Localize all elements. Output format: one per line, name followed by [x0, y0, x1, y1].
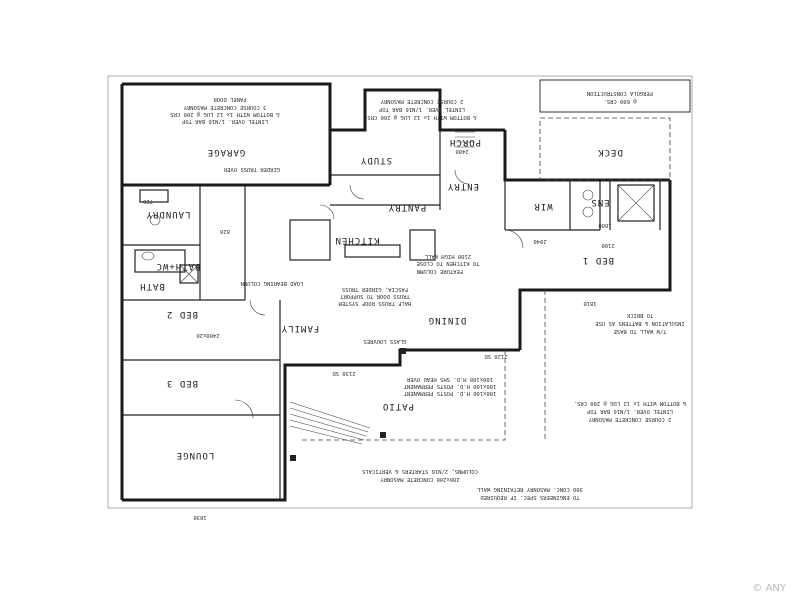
room-family: FAMILY	[281, 323, 320, 333]
note-masonry-top-2: LINTEL OVER. 1/N16 BAR TOP	[378, 106, 465, 112]
interior-walls	[122, 130, 661, 500]
patio-stairs	[289, 401, 371, 445]
dashed-outlines	[300, 117, 671, 441]
sheet-border	[107, 75, 693, 509]
note-truss-1: TRUSS DOOR TO SUPPORT	[340, 293, 410, 299]
porch-steps	[455, 131, 475, 148]
room-bed1: BED 1	[582, 255, 614, 265]
note-feature-col-1: FEATURE COLUMN	[417, 268, 463, 274]
construction-notes: PANEL DOOR 3 COURSE CONCRETE MASONRY & B…	[170, 90, 686, 500]
room-porch: PORCH	[449, 137, 481, 147]
note-pergola-1: PERGOLA CONSTRUCTION	[587, 90, 653, 96]
note-insulation-2: TO BRICK	[626, 312, 653, 318]
dimension-labels: 2400 2100 2040 1800 2120 SD 2130 SD 2400…	[143, 148, 615, 520]
note-masonry-top-1: 2 COURSE CONCRETE MASONRY	[380, 98, 463, 104]
room-deck: DECK	[597, 147, 623, 157]
dim-820: 820	[220, 228, 230, 234]
dim-2400: 2400	[455, 148, 468, 154]
note-retaining-4: COLUMNS, 2/N16 STARTERS & VERTICALS	[362, 468, 478, 474]
dim-2400b: 2400x20	[196, 332, 219, 338]
note-retaining-2: TO ENGINEERS SPEC. IF REQUIRED	[480, 494, 579, 500]
note-patio-posts-3: 100x100 H.D. SHS HEAD OVER	[406, 376, 493, 382]
note-masonry-top-3: & BOTTOM WITH 1x 12 LUG @ 200 CRS	[367, 114, 476, 120]
note-patio-posts-2: 100x100 H.D. POSTS PERMANENT	[403, 383, 496, 389]
dim-2100: 2100	[601, 242, 614, 248]
dim-2040: 2040	[533, 238, 546, 244]
note-load-column: LOAD BEARING COLUMN	[241, 280, 304, 286]
room-patio: PATIO	[382, 401, 414, 411]
dim-1830: 1830	[193, 514, 206, 520]
fixtures	[134, 169, 655, 461]
room-bed2: BED 2	[166, 309, 198, 319]
note-girder: GIRDER TRUSS OVER	[223, 166, 280, 172]
note-truss-2: FASCIA, GIRDER TRUSS	[342, 286, 408, 292]
room-ens: ENS	[590, 197, 609, 207]
note-feature-col-2: TO KITCHEN TO CLOSE	[417, 260, 480, 266]
room-bath-wc: BATH+WC	[156, 261, 201, 271]
note-garage-masonry-1: 3 COURSE CONCRETE MASONRY	[183, 104, 266, 110]
room-kitchen: KITCHEN	[335, 235, 380, 245]
note-pergola-2: @ 600 CRS.	[603, 98, 636, 104]
note-patio-posts-1: 100x100 H.D. POSTS PERMANENT	[403, 390, 496, 396]
room-lounge: LOUNGE	[176, 450, 215, 460]
room-laundry: LAUNDRY	[146, 209, 191, 219]
note-rear-masonry-2: LINTEL OVER. 1/N16 BAR TOP	[586, 408, 673, 414]
note-rear-masonry-1: 2 COURSE CONCRETE MASONRY	[588, 416, 671, 422]
watermark: © ANY	[752, 583, 786, 594]
note-insulation-1: INSULATION & BATTENS AS USE	[595, 320, 684, 326]
note-insulation-3: T/W WALL TO BASE	[614, 328, 667, 334]
dim-1810: 1810	[583, 300, 596, 306]
dim-1800: 1800	[598, 222, 611, 228]
room-wir: WIR	[533, 201, 552, 211]
note-retaining-3: 200x200 CONCRETE MASONRY	[380, 476, 460, 482]
note-garage-masonry-2: & BOTTOM WITH 1x 12 LUG @ 200 CRS	[170, 111, 279, 117]
room-garage: GARAGE	[207, 147, 246, 157]
note-glass-louvres: GLASS LOUVRES	[363, 338, 406, 344]
dim-2120: 2120 SD	[484, 353, 507, 359]
dim-720: 720	[143, 198, 153, 204]
dim-2130: 2130 SD	[332, 370, 355, 376]
room-labels: GARAGE STUDY PORCH ENTRY DECK LAUNDRY BA…	[139, 137, 623, 460]
note-feature-col-3: 2100 HIGH WALL	[424, 253, 471, 259]
room-dining: DINING	[428, 315, 467, 325]
room-entry: ENTRY	[447, 181, 479, 191]
detail-box	[539, 79, 691, 113]
room-bed3: BED 3	[166, 378, 198, 388]
room-pantry: PANTRY	[388, 202, 427, 212]
note-retaining-1: 300 CONC. MASONRY RETAINING WALL	[476, 486, 583, 492]
note-rear-masonry-3: & BOTTOM WITH 1x 12 LUG @ 200 CRS.	[574, 400, 687, 406]
note-garage-masonry-3: LINTEL OVER. 1/N16 BAR TOP	[181, 118, 268, 124]
room-bath: BATH	[139, 281, 165, 291]
note-truss-3: HALF TRUSS ROOF SYSTEM	[338, 300, 412, 306]
room-study: STUDY	[360, 155, 392, 165]
note-garage-panel: PANEL DOOR	[213, 96, 247, 102]
